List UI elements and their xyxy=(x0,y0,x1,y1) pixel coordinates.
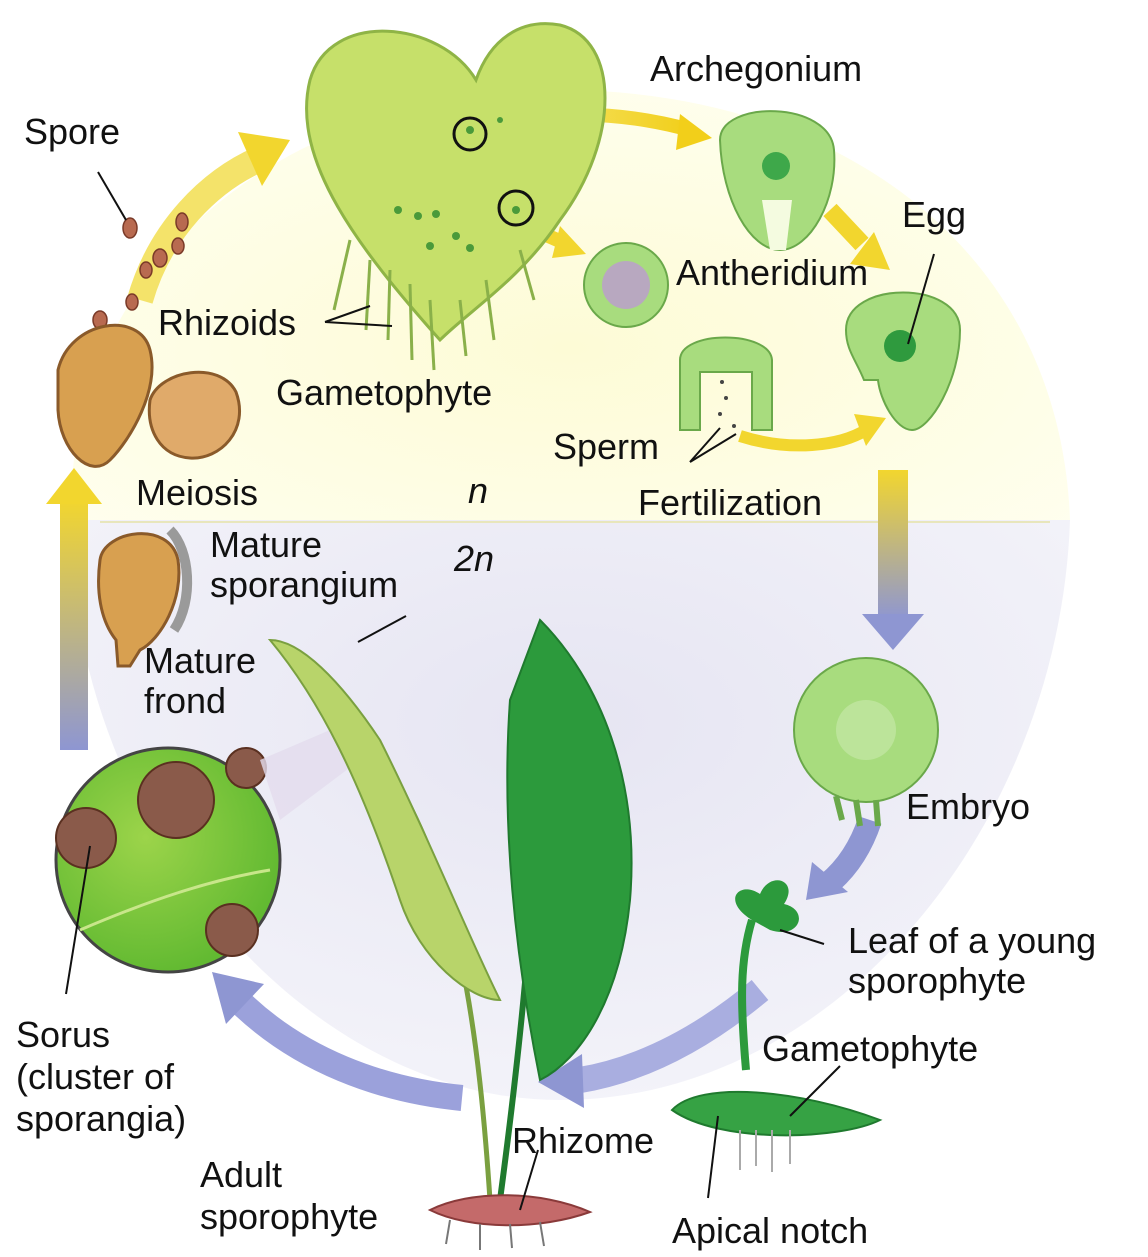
sorus-magnified xyxy=(56,748,280,972)
label-antheridium: Antheridium xyxy=(676,254,868,292)
label-sperm: Sperm xyxy=(553,428,659,466)
label-mature-sporangium-line1: Mature xyxy=(210,526,322,564)
label-leaf-young-line2: sporophyte xyxy=(848,962,1026,1000)
label-apical-notch: Apical notch xyxy=(672,1212,868,1250)
label-diploid: 2n xyxy=(454,540,494,578)
label-embryo: Embryo xyxy=(906,788,1030,826)
antheridium-drawing xyxy=(584,243,668,327)
label-mature-sporangium-line2: sporangium xyxy=(210,566,398,604)
label-sorus-line3: sporangia) xyxy=(16,1100,186,1138)
label-rhizoids: Rhizoids xyxy=(158,304,296,342)
label-haploid: n xyxy=(468,472,488,510)
label-egg: Egg xyxy=(902,196,966,234)
label-fertilization: Fertilization xyxy=(638,484,822,522)
arrow-down-shaft xyxy=(878,470,908,620)
label-adult-line2: sporophyte xyxy=(200,1198,378,1236)
label-gametophyte-bottom: Gametophyte xyxy=(762,1030,978,1068)
label-adult-line1: Adult xyxy=(200,1156,282,1194)
label-archegonium: Archegonium xyxy=(650,50,862,88)
label-sorus-line1: Sorus xyxy=(16,1016,110,1054)
label-sorus-line2: (cluster of xyxy=(16,1058,174,1096)
arrow-up-shaft xyxy=(60,500,88,750)
label-mature-frond-line2: frond xyxy=(144,682,226,720)
label-spore: Spore xyxy=(24,113,120,151)
label-rhizome: Rhizome xyxy=(512,1122,654,1160)
label-leaf-young-line1: Leaf of a young xyxy=(848,922,1096,960)
label-meiosis: Meiosis xyxy=(136,474,258,512)
label-gametophyte-top: Gametophyte xyxy=(276,374,492,412)
label-mature-frond-line1: Mature xyxy=(144,642,256,680)
